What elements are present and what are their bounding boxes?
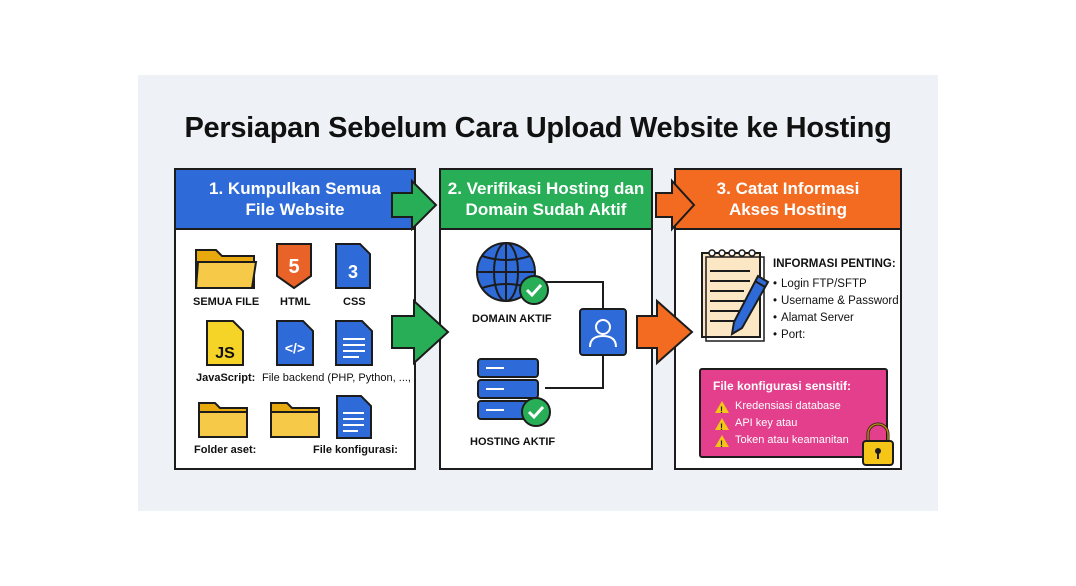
step-1-header: 1. Kumpulkan Semua File Website (176, 170, 414, 230)
sensitive-item-text: Token atau keamanitan (735, 434, 849, 446)
folder-icon (194, 249, 258, 289)
sensitive-config-box: File konfigurasi sensitif: Kredensiasi d… (699, 368, 888, 458)
label-javascript: JavaScript: (196, 372, 256, 384)
arrow-icon (391, 298, 450, 366)
js-icon: JS (206, 320, 244, 366)
info-list: Login FTP/SFTP Username & Password Alama… (773, 276, 899, 344)
info-item: Alamat Server (773, 310, 899, 327)
document-icon (336, 395, 372, 439)
step-1-title-line2: File Website (245, 200, 345, 219)
arrow-icon (655, 178, 696, 232)
sensitive-item: Token atau keamanitan (715, 432, 849, 453)
js-badge: JS (215, 345, 235, 362)
warning-icon (715, 400, 729, 419)
code-badge: </> (285, 340, 305, 356)
step-2-header: 2. Verifikasi Hosting dan Domain Sudah A… (441, 170, 651, 230)
connector-lines (545, 281, 604, 389)
diagram-title: Persiapan Sebelum Cara Upload Website ke… (184, 112, 892, 144)
info-item: Username & Password (773, 293, 899, 310)
step-3-title-line1: 3. Catat Informasi (716, 179, 860, 198)
html5-badge: 5 (288, 256, 299, 278)
code-icon: </> (276, 320, 314, 366)
sensitive-title: File konfigurasi sensitif: (713, 379, 852, 393)
warning-icon (715, 434, 729, 453)
label-html: HTML (280, 296, 311, 308)
css3-icon: 3 (335, 243, 371, 289)
label-hosting-active: HOSTING AKTIF (470, 436, 556, 448)
css3-badge: 3 (348, 262, 358, 282)
sensitive-item: API key atau (715, 415, 849, 436)
sensitive-item-text: API key atau (735, 417, 798, 429)
server-icon (477, 358, 551, 427)
sensitive-item-text: Kredensiasi database (735, 400, 841, 412)
lock-icon (862, 422, 894, 466)
globe-icon (476, 242, 549, 305)
sensitive-item: Kredensiasi database (715, 398, 849, 419)
check-icon (519, 275, 549, 305)
info-item: Port: (773, 327, 899, 344)
info-item: Login FTP/SFTP (773, 276, 899, 293)
user-icon (579, 308, 627, 356)
label-all-files: SEMUA FILE (193, 296, 260, 308)
arrow-icon (636, 298, 694, 366)
document-icon (335, 320, 373, 366)
sensitive-list: Kredensiasi database API key atau Token … (715, 398, 849, 453)
step-2-title-line2: Domain Sudah Aktif (465, 200, 627, 219)
label-assets: Folder aset: (194, 444, 257, 456)
warning-icon (715, 417, 729, 436)
step-2-title-line1: 2. Verifikasi Hosting dan (447, 179, 645, 198)
step-3-header: 3. Catat Informasi Akses Hosting (676, 170, 900, 230)
folder-icon (198, 402, 248, 438)
check-icon (521, 397, 551, 427)
pen-icon (730, 274, 770, 336)
info-title: INFORMASI PENTING: (773, 258, 896, 270)
label-css: CSS (343, 296, 366, 308)
arrow-icon (391, 178, 438, 232)
step-1-panel: 1. Kumpulkan Semua File Website (174, 168, 416, 470)
label-domain-active: DOMAIN AKTIF (472, 313, 552, 325)
step-1-title-line1: 1. Kumpulkan Semua (209, 179, 381, 198)
step-3-title-line2: Akses Hosting (728, 200, 848, 219)
label-backend: File backend (PHP, Python, ..., (262, 372, 411, 384)
folder-icon (270, 402, 320, 438)
label-config: File konfigurasi: (313, 444, 398, 456)
html5-icon: 5 (276, 243, 312, 290)
